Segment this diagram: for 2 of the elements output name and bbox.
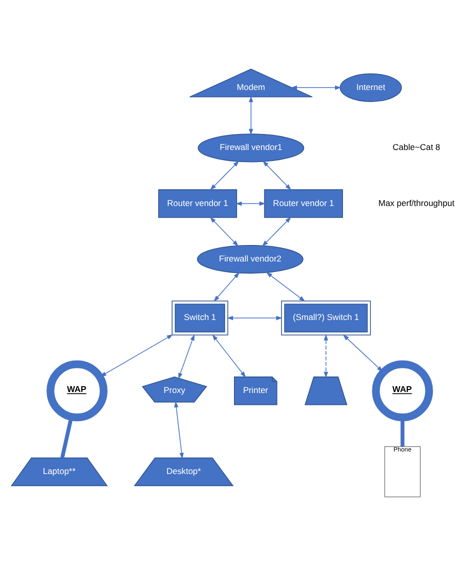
label: Max perf/throughput xyxy=(378,197,454,208)
label: Cable~Cat 8 xyxy=(392,142,440,152)
